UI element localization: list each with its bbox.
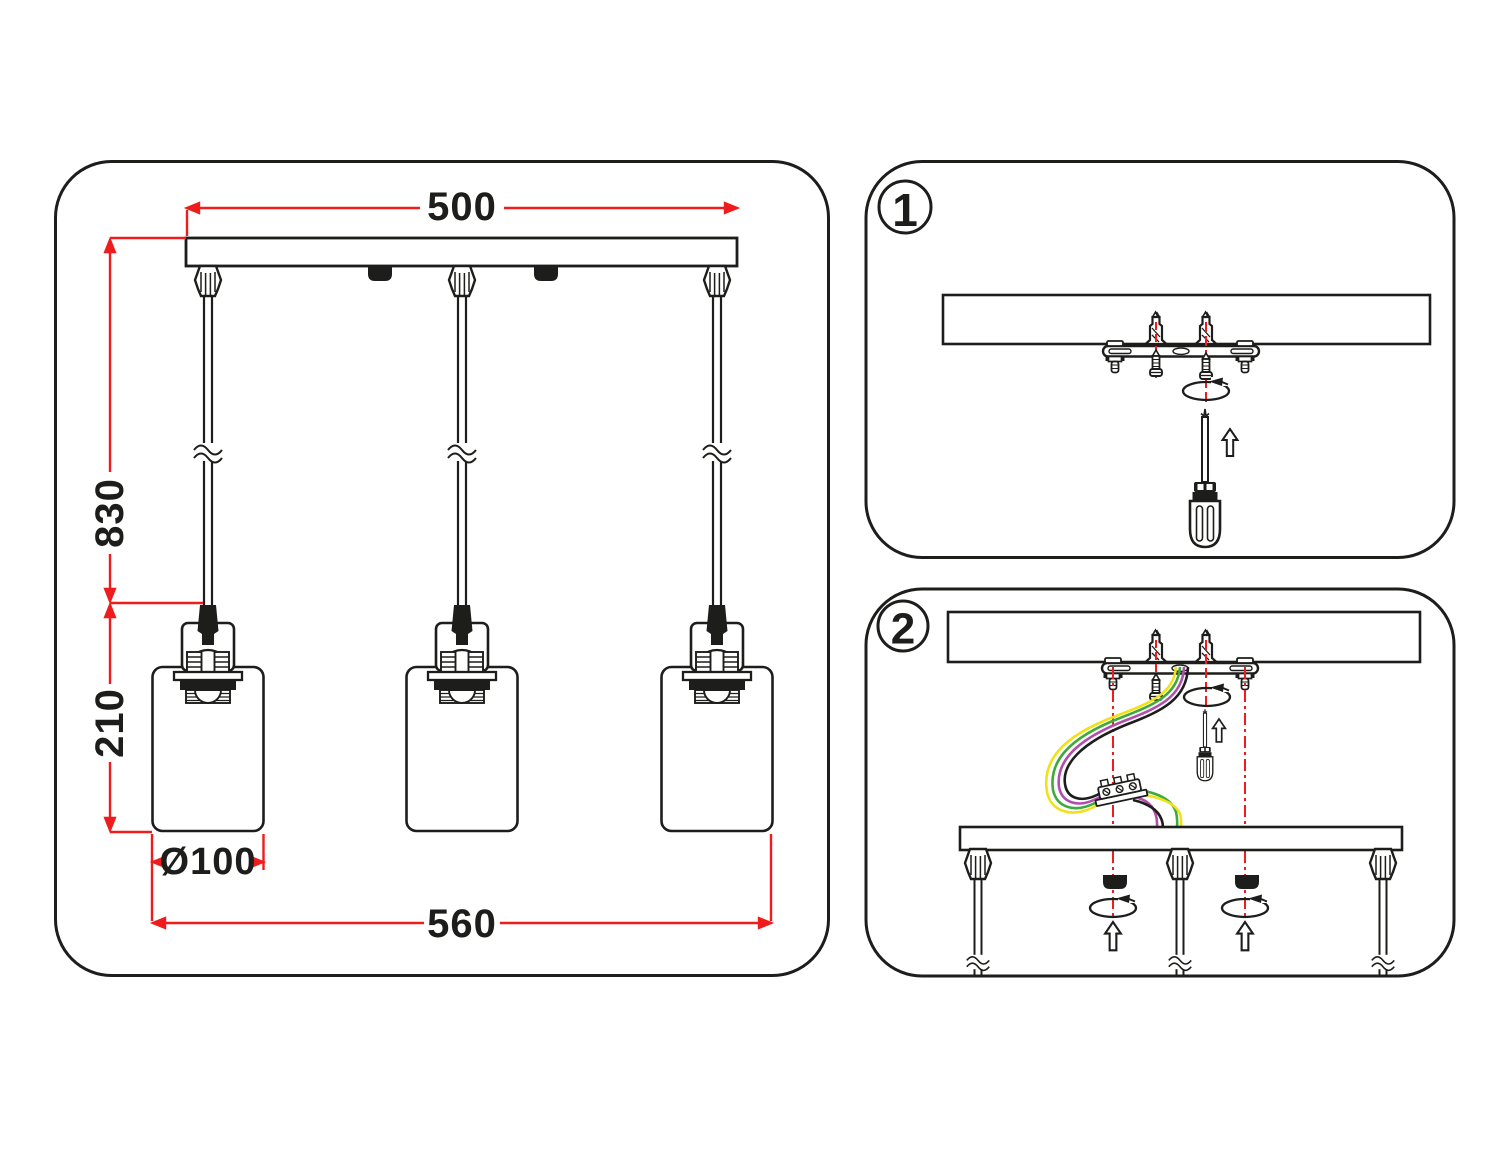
ceiling xyxy=(941,293,1432,346)
cord-grip-icon xyxy=(1165,847,1195,881)
cord-grip-icon xyxy=(447,264,477,298)
wire-green xyxy=(1051,666,1182,810)
wire-purple xyxy=(1057,666,1186,805)
dim-fixture-width: 560 xyxy=(427,902,497,946)
ceiling xyxy=(946,610,1422,664)
wire-yellow xyxy=(1044,666,1178,814)
supply-wires xyxy=(1044,666,1190,829)
cord-grip-icon xyxy=(1368,847,1398,881)
dim-shade-height: 210 xyxy=(88,688,132,758)
decorative-nut-icon xyxy=(1103,875,1127,889)
step2-badge: 2 xyxy=(891,605,915,654)
step1-badge-circle xyxy=(877,179,933,235)
dimension-drawing-panel: 500 830 210 Ø100 560 xyxy=(54,160,830,977)
wire-black xyxy=(1063,666,1190,801)
cord-grip-icon xyxy=(963,847,993,881)
cord-grip-icon xyxy=(702,264,732,298)
step2-panel: 2 xyxy=(864,587,1456,978)
cord-grip-icon xyxy=(193,264,223,298)
step1-badge: 1 xyxy=(892,184,918,236)
decorative-nut-icon xyxy=(1235,875,1259,889)
dim-suspension-length: 830 xyxy=(88,478,132,548)
dimension-lines xyxy=(103,201,773,929)
step2-badge-circle xyxy=(876,599,930,653)
canopy-cap-icon xyxy=(368,267,392,281)
canopy-bar xyxy=(958,825,1404,852)
mounting-bracket xyxy=(1101,344,1261,358)
canopy-cap-icon xyxy=(534,267,558,281)
dim-shade-diameter: Ø100 xyxy=(160,841,257,883)
wire-green xyxy=(1135,788,1179,829)
wire-black xyxy=(1132,798,1165,829)
wire-yellow xyxy=(1135,792,1183,829)
dim-canopy-width: 500 xyxy=(427,185,497,229)
canopy-bar xyxy=(184,236,739,268)
step1-panel: 1 xyxy=(864,160,1456,559)
terminal-block xyxy=(1094,772,1149,807)
